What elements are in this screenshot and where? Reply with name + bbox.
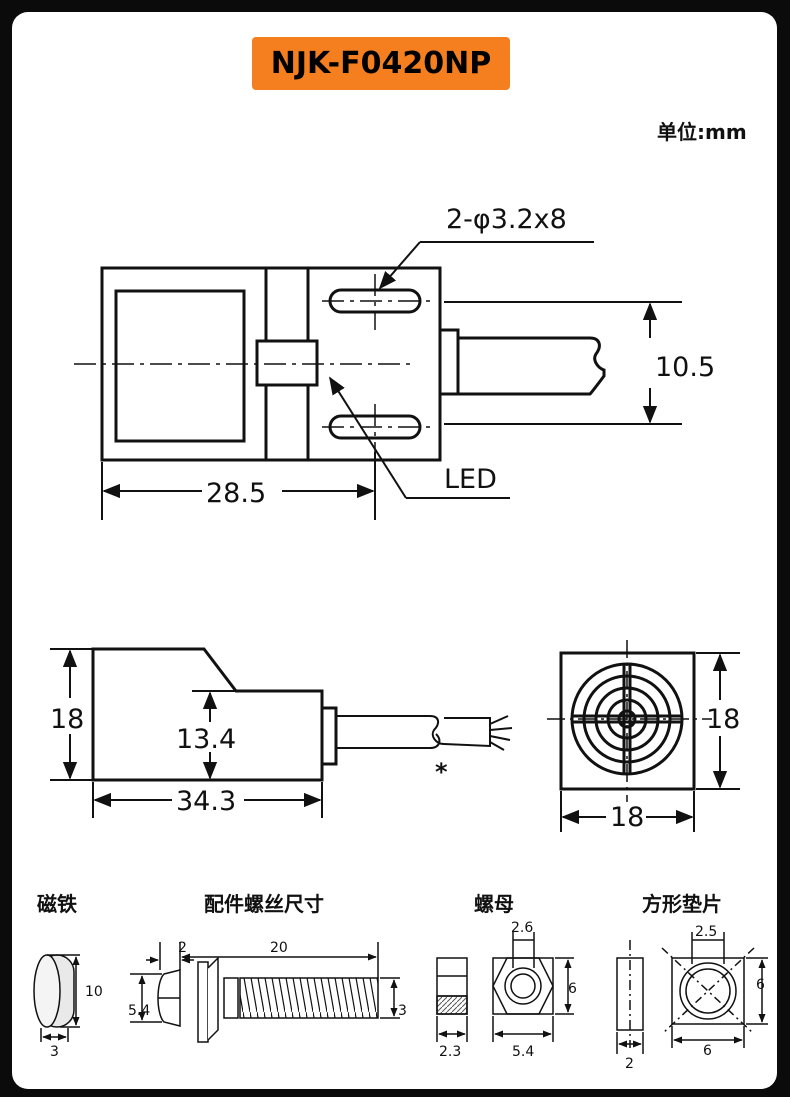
side-view-body bbox=[91, 647, 324, 782]
cable-note-mark: * bbox=[435, 758, 448, 786]
unit-label: 单位:mm bbox=[657, 120, 747, 144]
cable-gland bbox=[438, 328, 460, 396]
led-label: LED bbox=[444, 464, 497, 495]
nut-hole-label: 2.6 bbox=[511, 920, 533, 936]
screw-head-label: 2 bbox=[178, 940, 187, 956]
front-view bbox=[547, 640, 740, 832]
side-cable-gland bbox=[320, 706, 338, 766]
washer-hole-label: 2.5 bbox=[695, 924, 717, 940]
magnet-drawing bbox=[33, 954, 80, 1042]
side-view bbox=[50, 647, 513, 818]
side-cable bbox=[336, 715, 491, 748]
screw-title: 配件螺丝尺寸 bbox=[204, 892, 324, 916]
screw-thread-dia-label: 3 bbox=[398, 1003, 407, 1019]
nut-side-label: 6 bbox=[568, 981, 577, 997]
side-inner-height-label: 13.4 bbox=[176, 724, 236, 755]
top-view bbox=[74, 241, 682, 520]
top-height-label: 10.5 bbox=[655, 352, 715, 383]
model-title-badge: NJK-F0420NP bbox=[252, 37, 510, 90]
washer-title: 方形垫片 bbox=[642, 892, 722, 916]
side-height-label: 18 bbox=[50, 704, 84, 735]
washer-thickness-label: 2 bbox=[625, 1056, 634, 1072]
magnet-width-label: 3 bbox=[50, 1044, 59, 1060]
front-width-label: 18 bbox=[610, 802, 644, 833]
washer-side-label: 6 bbox=[756, 977, 765, 993]
magnet-title: 磁铁 bbox=[37, 892, 77, 916]
front-height-label: 18 bbox=[706, 704, 740, 735]
cable-top-view bbox=[458, 336, 606, 396]
nut-thickness-label: 2.3 bbox=[439, 1044, 461, 1060]
diagram-card: NJK-F0420NP 单位:mm 磁铁 配件螺丝尺寸 螺母 方形垫片 bbox=[12, 12, 777, 1089]
screw-head-dia-label: 5.4 bbox=[128, 1003, 150, 1019]
washer-width-label: 6 bbox=[703, 1043, 712, 1059]
nut-title: 螺母 bbox=[474, 892, 514, 916]
top-view-window bbox=[114, 289, 246, 443]
technical-drawing: 2-φ3.2x8 28.5 10.5 LED bbox=[33, 204, 768, 1072]
magnet-height-label: 10 bbox=[85, 984, 103, 1000]
washer-drawing bbox=[616, 932, 768, 1054]
top-width-label: 28.5 bbox=[206, 478, 266, 509]
nut-width-label: 5.4 bbox=[512, 1044, 534, 1060]
side-length-label: 34.3 bbox=[176, 786, 236, 817]
led-block bbox=[255, 339, 319, 387]
nut-drawing bbox=[436, 932, 574, 1042]
screw-drawing bbox=[130, 942, 400, 1043]
screw-length-label: 20 bbox=[270, 940, 288, 956]
hole-spec-label: 2-φ3.2x8 bbox=[446, 204, 567, 235]
